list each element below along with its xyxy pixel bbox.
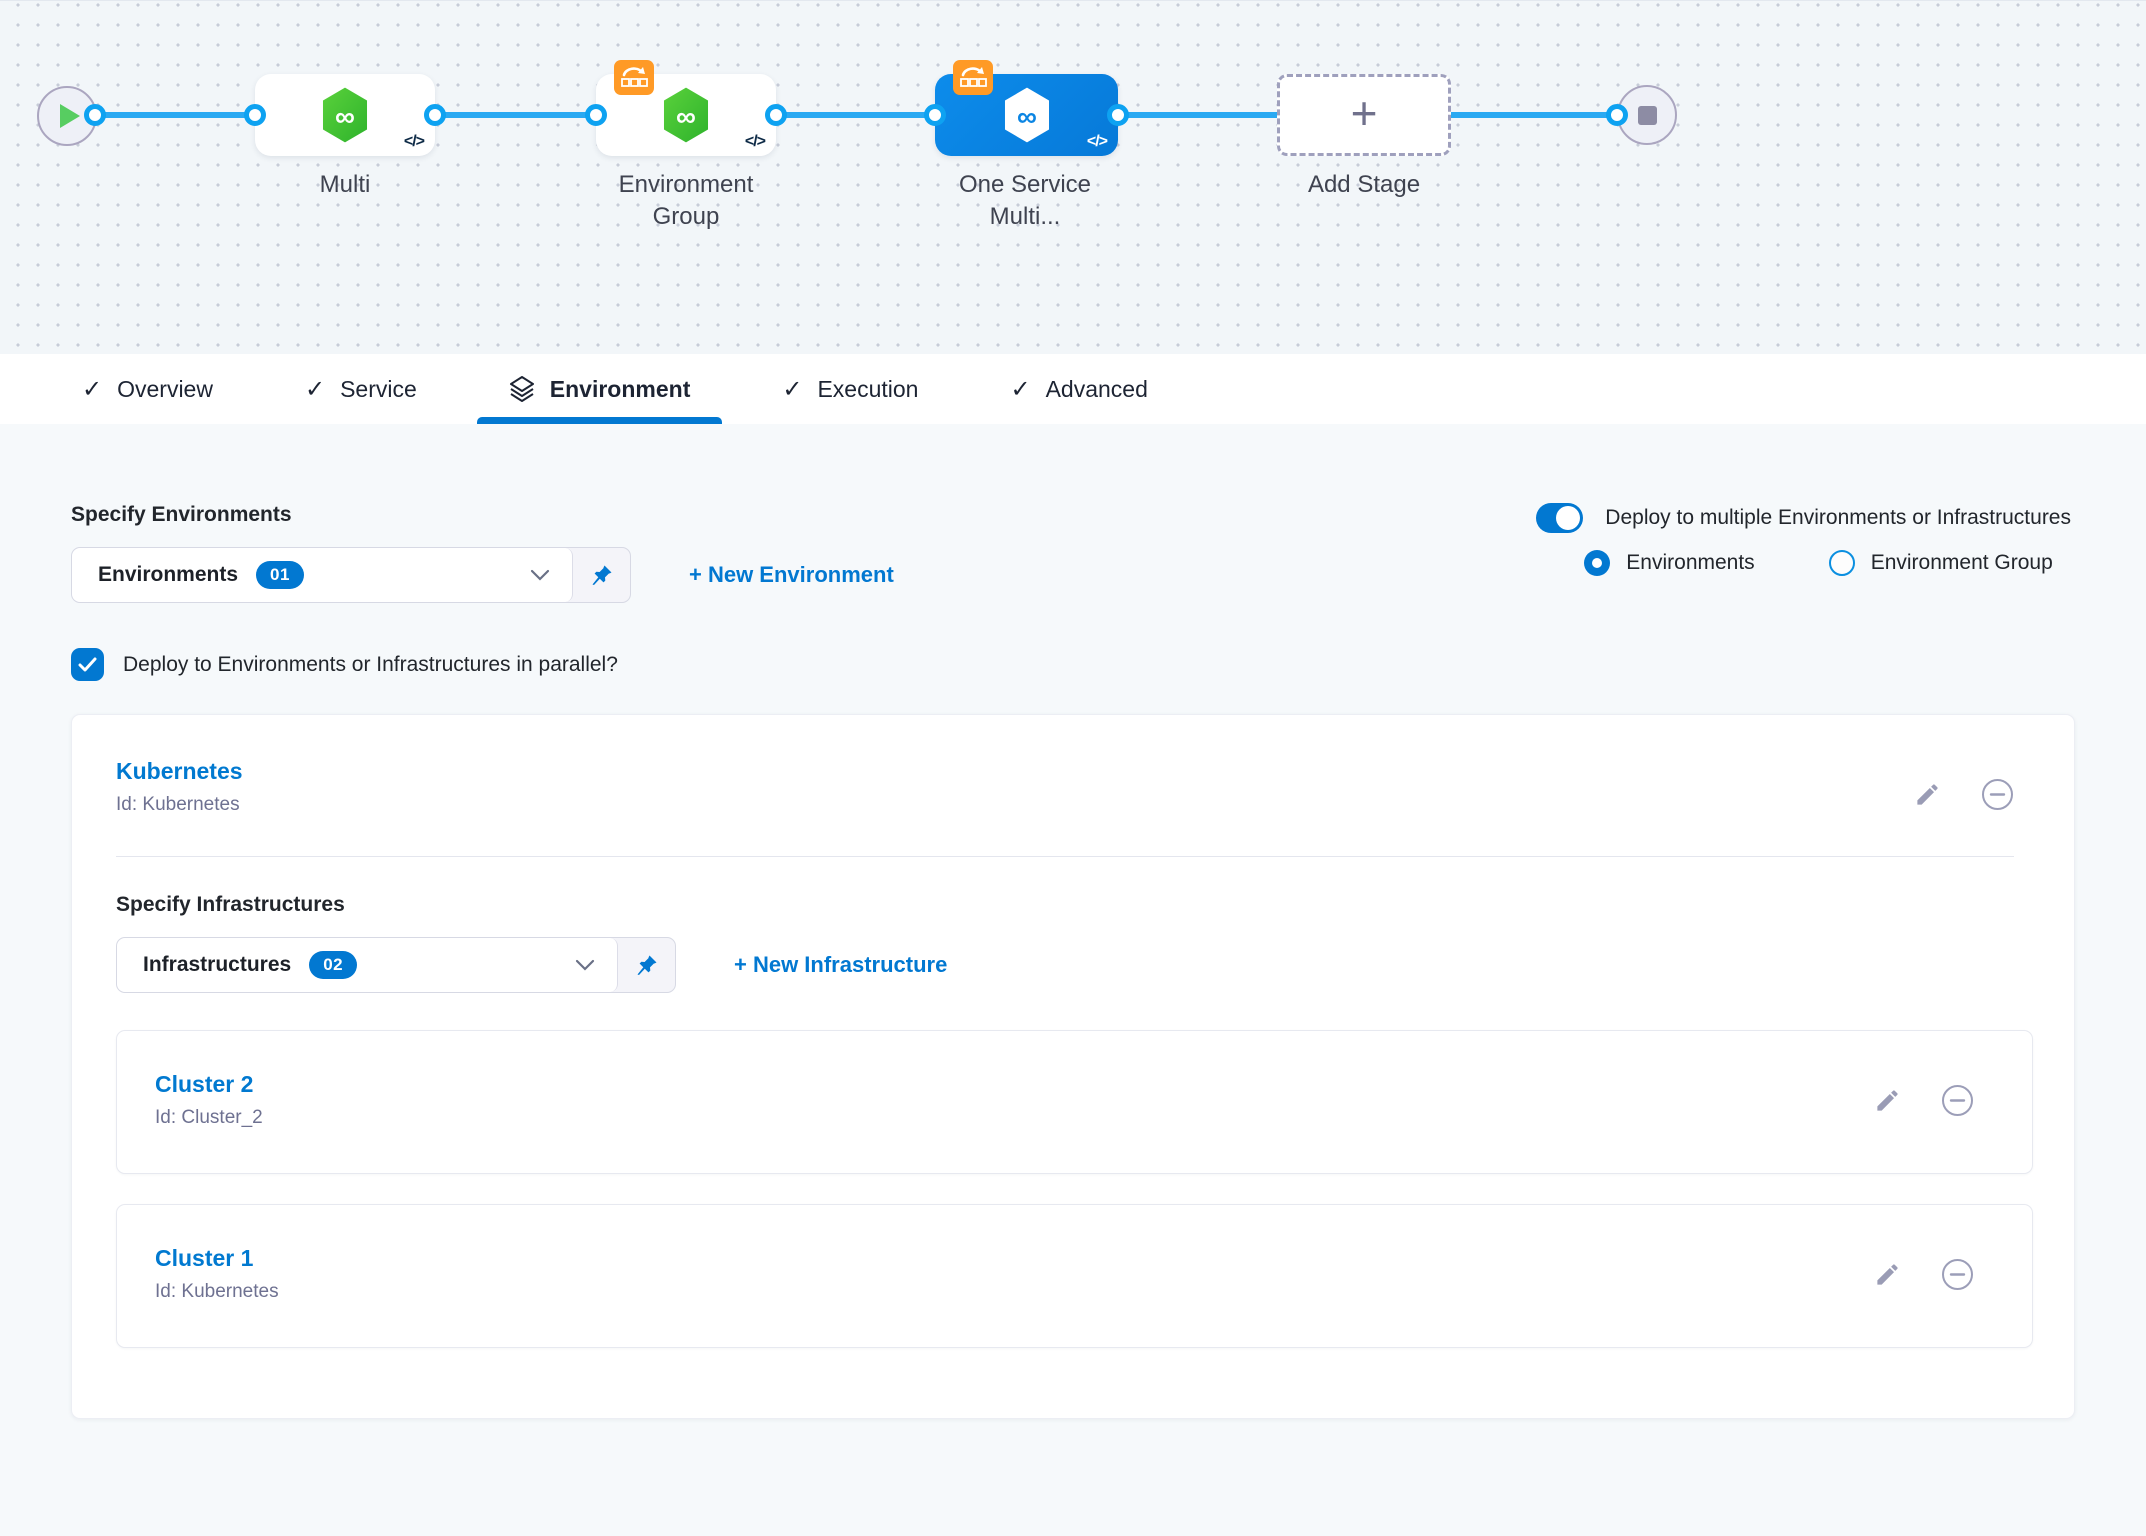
pipeline-connector-line	[66, 112, 1647, 118]
minus-circle-icon	[1982, 779, 2013, 810]
service-hexagon-icon: ∞	[322, 87, 368, 143]
deploy-multiple-toggle[interactable]	[1536, 503, 1584, 533]
pin-icon	[592, 565, 611, 585]
chevron-down-icon	[530, 569, 550, 581]
link-port[interactable]	[1107, 104, 1129, 126]
environment-card-kubernetes: Kubernetes Id: Kubernetes Specify In	[71, 714, 2075, 1419]
environments-count-badge: 01	[256, 561, 304, 589]
pin-button[interactable]	[573, 548, 630, 602]
radio-environments[interactable]	[1584, 550, 1611, 576]
tab-overview[interactable]: ✓ Overview	[82, 375, 213, 403]
pipeline-canvas: ∞ </> Multi ∞ </> Environment Group	[0, 0, 2146, 354]
rolling-deploy-badge-icon	[614, 60, 654, 95]
check-icon: ✓	[304, 375, 326, 403]
toggle-knob	[1556, 506, 1581, 530]
tab-service[interactable]: ✓ Service	[304, 375, 417, 403]
specify-environments-heading: Specify Environments	[71, 503, 292, 526]
active-tab-underline	[476, 417, 723, 424]
specify-infrastructures-heading: Specify Infrastructures	[116, 893, 345, 916]
code-view-icon[interactable]: </>	[1086, 133, 1108, 150]
environment-title-link[interactable]: Kubernetes	[116, 758, 243, 784]
infrastructure-id: Id: Cluster_2	[155, 1107, 263, 1128]
new-environment-link[interactable]: + New Environment	[689, 562, 894, 587]
infrastructures-dropdown[interactable]: Infrastructures 02	[116, 937, 676, 993]
minus-circle-icon	[1942, 1258, 1973, 1290]
environments-dropdown[interactable]: Environments 01	[71, 547, 631, 603]
pipeline-start-node[interactable]	[37, 86, 97, 146]
pencil-icon	[1917, 784, 1938, 805]
play-icon	[59, 104, 80, 128]
environment-tab-panel: Specify Environments Environments 01	[0, 424, 2146, 1419]
infrastructure-card-cluster-2: Cluster 2 Id: Cluster_2	[116, 1030, 2033, 1174]
remove-infrastructure-button[interactable]	[1941, 1084, 1974, 1117]
link-port[interactable]	[765, 104, 787, 126]
infrastructure-title-link[interactable]: Cluster 1	[155, 1245, 254, 1271]
infrastructures-count-badge: 02	[309, 951, 358, 979]
radio-environment-group-label: Environment Group	[1870, 551, 2053, 574]
service-hexagon-icon: ∞	[1004, 87, 1049, 143]
remove-environment-button[interactable]	[1981, 778, 2014, 811]
infinity-icon: ∞	[335, 101, 355, 132]
plus-icon: +	[1350, 87, 1378, 139]
link-port[interactable]	[924, 104, 946, 126]
tab-advanced[interactable]: ✓ Advanced	[1010, 375, 1148, 403]
service-hexagon-icon: ∞	[663, 87, 709, 143]
link-port[interactable]	[585, 104, 607, 126]
remove-infrastructure-button[interactable]	[1941, 1258, 1974, 1291]
rolling-deploy-badge-icon	[953, 60, 993, 95]
infrastructure-card-cluster-1: Cluster 1 Id: Kubernetes	[116, 1204, 2033, 1348]
code-view-icon[interactable]: </>	[403, 133, 425, 150]
check-icon	[78, 657, 97, 672]
stage-label: One Service Multi...	[958, 171, 1092, 231]
infinity-icon: ∞	[676, 101, 696, 132]
new-infrastructure-link[interactable]: + New Infrastructure	[734, 952, 948, 977]
infrastructure-title-link[interactable]: Cluster 2	[155, 1071, 254, 1097]
deploy-multiple-toggle-label: Deploy to multiple Environments or Infra…	[1605, 506, 2071, 529]
environment-id: Id: Kubernetes	[116, 794, 240, 815]
stage-node-multi[interactable]: ∞ </>	[255, 74, 435, 156]
tab-environment[interactable]: Environment	[463, 354, 737, 424]
stage-tabbar: ✓ Overview ✓ Service Environment ✓ Execu…	[0, 354, 2146, 424]
pin-button[interactable]	[618, 938, 675, 992]
infrastructure-id: Id: Kubernetes	[155, 1281, 279, 1302]
minus-circle-icon	[1942, 1084, 1973, 1116]
environments-dropdown-value[interactable]: Environments 01	[72, 548, 573, 602]
check-icon: ✓	[82, 375, 103, 403]
add-stage-button[interactable]: +	[1277, 74, 1451, 156]
deploy-parallel-checkbox[interactable]	[71, 648, 104, 681]
pencil-icon	[1877, 1263, 1898, 1285]
divider	[116, 856, 2014, 857]
link-port[interactable]	[84, 104, 106, 126]
deploy-parallel-label: Deploy to Environments or Infrastructure…	[123, 652, 618, 676]
pencil-icon	[1877, 1089, 1898, 1111]
stop-icon	[1637, 105, 1657, 125]
radio-environment-group[interactable]	[1828, 550, 1855, 576]
link-port[interactable]	[424, 104, 446, 126]
link-port[interactable]	[244, 104, 266, 126]
pin-icon	[637, 955, 656, 975]
edit-environment-button[interactable]	[1914, 781, 1941, 808]
check-icon: ✓	[1010, 375, 1031, 403]
edit-infrastructure-button[interactable]	[1874, 1087, 1901, 1114]
radio-environments-label: Environments	[1626, 551, 1755, 574]
stage-label: Environment Group	[618, 171, 754, 231]
infrastructures-dropdown-value[interactable]: Infrastructures 02	[117, 938, 618, 992]
code-view-icon[interactable]: </>	[744, 133, 766, 150]
stage-label: Multi	[319, 171, 371, 198]
layers-icon	[509, 376, 534, 402]
tab-execution[interactable]: ✓ Execution	[782, 375, 919, 403]
infinity-icon: ∞	[1017, 101, 1037, 132]
check-icon: ✓	[782, 375, 803, 403]
chevron-down-icon	[575, 959, 595, 971]
edit-infrastructure-button[interactable]	[1874, 1261, 1901, 1288]
link-port[interactable]	[1606, 104, 1628, 126]
stage-label: Add Stage	[1307, 171, 1421, 198]
